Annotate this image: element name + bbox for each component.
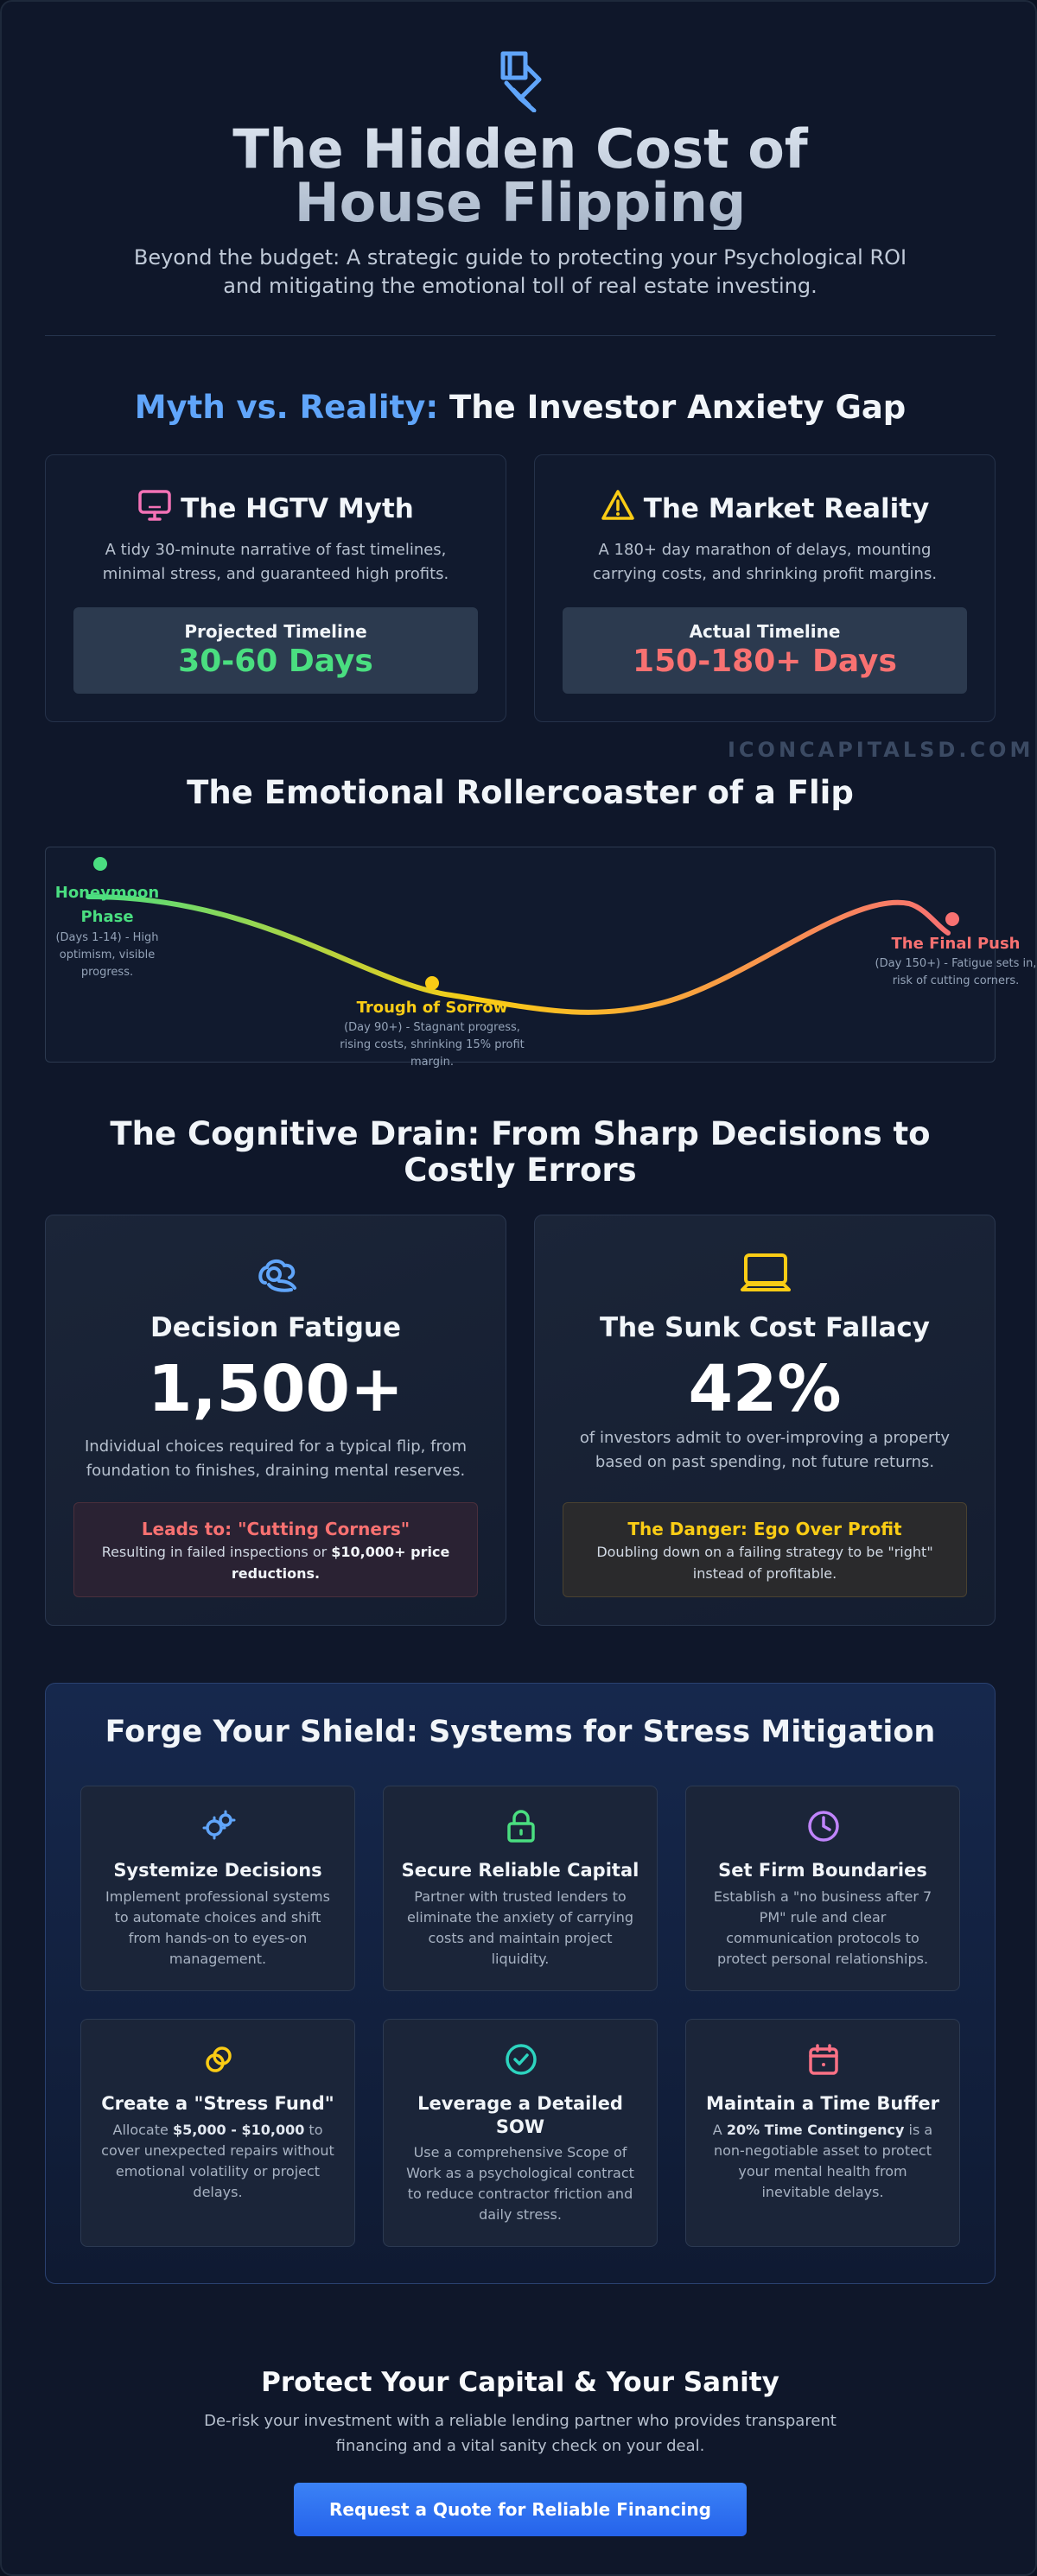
honeymoon-phase-name: Honeymoon Phase: [54, 884, 160, 926]
decision-fatigue-text: Individual choices required for a typica…: [84, 1437, 468, 1480]
final-push-label-group: The Final Push (Day 150+) - Fatigue sets…: [875, 933, 1037, 990]
tile-text: Use a comprehensive Scope of Work as a p…: [406, 2144, 634, 2223]
tile-title: Maintain a Time Buffer: [706, 2093, 939, 2114]
cutting-corners-title: Leads to: "Cutting Corners": [141, 1519, 410, 1539]
actual-timeline-box: Actual Timeline 150-180+ Days: [563, 607, 967, 694]
tile-text: Allocate $5,000 - $10,000 to cover unexp…: [101, 2122, 334, 2200]
final-push-phase-name: The Final Push: [891, 935, 1021, 953]
heading-rest: The Investor Anxiety Gap: [438, 389, 907, 426]
tile-maintain-time-buffer: Maintain a Time Buffer A 20% Time Contin…: [685, 2019, 960, 2247]
building-monogram-icon: [500, 51, 542, 112]
warning-triangle-icon: [601, 490, 634, 520]
header-divider: [45, 335, 996, 336]
sunk-cost-card: The Sunk Cost Fallacy 42% of investors a…: [534, 1215, 996, 1626]
honeymoon-phase-detail: (Days 1-14) - High optimism, visible pro…: [55, 931, 159, 979]
tile-leverage-detailed-sow: Leverage a Detailed SOW Use a comprehens…: [383, 2019, 658, 2247]
brain-icon: [258, 1259, 296, 1292]
decision-fatigue-card: Decision Fatigue 1,500+ Individual choic…: [45, 1215, 506, 1626]
clock-icon: [808, 1811, 839, 1842]
ego-over-profit-note: The Danger: Ego Over Profit Doubling dow…: [563, 1502, 967, 1597]
cutting-corners-text: Resulting in failed inspections or $10,0…: [101, 1544, 450, 1582]
tv-icon: [138, 490, 171, 521]
tile-title: Systemize Decisions: [113, 1860, 322, 1881]
hgtv-myth-card: The HGTV Myth A tidy 30-minute narrative…: [45, 454, 506, 722]
projected-timeline-box: Projected Timeline 30-60 Days: [73, 607, 478, 694]
lock-icon: [507, 1810, 535, 1843]
tile-text: Establish a "no business after 7 PM" rul…: [713, 1888, 932, 1967]
stress-mitigation-panel: Forge Your Shield: Systems for Stress Mi…: [45, 1683, 996, 2284]
tile-set-firm-boundaries: Set Firm Boundaries Establish a "no busi…: [685, 1786, 960, 1991]
final-push-phase-detail: (Day 150+) - Fatigue sets in, risk of cu…: [875, 957, 1037, 987]
actual-timeline-value: 150-180+ Days: [633, 644, 897, 679]
honeymoon-label-group: Honeymoon Phase (Days 1-14) - High optim…: [47, 881, 168, 981]
sunk-cost-title: The Sunk Cost Fallacy: [599, 1312, 931, 1343]
calendar-icon: [809, 2044, 838, 2075]
cutting-corners-note: Leads to: "Cutting Corners" Resulting in…: [73, 1502, 478, 1597]
laptop-icon: [741, 1253, 791, 1291]
page-title: The Hidden Cost of House Flipping: [2, 123, 1035, 230]
cta-text: De-risk your investment with a reliable …: [204, 2412, 837, 2455]
gears-icon: [202, 1810, 236, 1840]
tile-title: Secure Reliable Capital: [401, 1860, 639, 1881]
tile-systemize-decisions: Systemize Decisions Implement profession…: [80, 1786, 355, 1991]
page-subtitle: Beyond the budget: A strategic guide to …: [133, 245, 907, 298]
rollercoaster-heading: The Emotional Rollercoaster of a Flip: [187, 774, 854, 811]
heading-accent: Myth vs. Reality:: [134, 389, 439, 426]
projected-timeline-label: Projected Timeline: [184, 621, 367, 642]
tile-secure-reliable-capital: Secure Reliable Capital Partner with tru…: [383, 1786, 658, 1991]
tile-title: Leverage a Detailed SOW: [417, 2093, 623, 2137]
shield-heading: Forge Your Shield: Systems for Stress Mi…: [105, 1715, 936, 1749]
tile-text: Implement professional systems to automa…: [105, 1888, 330, 1967]
sunk-cost-text: of investors admit to over-improving a p…: [579, 1429, 951, 1471]
reality-card-text: A 180+ day marathon of delays, mounting …: [592, 541, 938, 583]
cognitive-heading: The Cognitive Drain: From Sharp Decision…: [110, 1115, 931, 1189]
decision-fatigue-stat: 1,500+: [147, 1352, 404, 1426]
myth-card-title: The HGTV Myth: [46, 488, 506, 524]
sunk-cost-stat: 42%: [688, 1352, 842, 1426]
tile-title: Create a "Stress Fund": [101, 2093, 334, 2114]
projected-timeline-value: 30-60 Days: [178, 644, 373, 679]
actual-timeline-label: Actual Timeline: [689, 621, 841, 642]
trough-phase-detail: (Day 90+) - Stagnant progress, rising co…: [340, 1021, 525, 1069]
tile-create-stress-fund: Create a "Stress Fund" Allocate $5,000 -…: [80, 2019, 355, 2247]
tile-text: A 20% Time Contingency is a non-negotiab…: [712, 2122, 933, 2200]
ego-over-profit-text: Doubling down on a failing strategy to b…: [596, 1544, 933, 1582]
coins-icon: [206, 2046, 232, 2072]
reality-card-title: The Market Reality: [535, 488, 995, 524]
ego-over-profit-title: The Danger: Ego Over Profit: [627, 1519, 902, 1539]
tile-title: Set Firm Boundaries: [718, 1860, 927, 1881]
trough-label-group: Trough of Sorrow (Day 90+) - Stagnant pr…: [337, 997, 527, 1071]
watermark: ICONCAPITALSD.COM: [728, 738, 1034, 762]
trough-phase-name: Trough of Sorrow: [356, 999, 508, 1017]
market-reality-card: The Market Reality A 180+ day marathon o…: [534, 454, 996, 722]
myth-reality-heading: Myth vs. Reality: The Investor Anxiety G…: [2, 389, 1035, 426]
check-circle-icon: [506, 2044, 537, 2075]
tile-text: Partner with trusted lenders to eliminat…: [407, 1888, 633, 1967]
request-quote-button[interactable]: Request a Quote for Reliable Financing: [294, 2483, 747, 2536]
myth-card-text: A tidy 30-minute narrative of fast timel…: [102, 541, 449, 583]
decision-fatigue-title: Decision Fatigue: [150, 1312, 401, 1343]
cta-title: Protect Your Capital & Your Sanity: [261, 2367, 779, 2398]
